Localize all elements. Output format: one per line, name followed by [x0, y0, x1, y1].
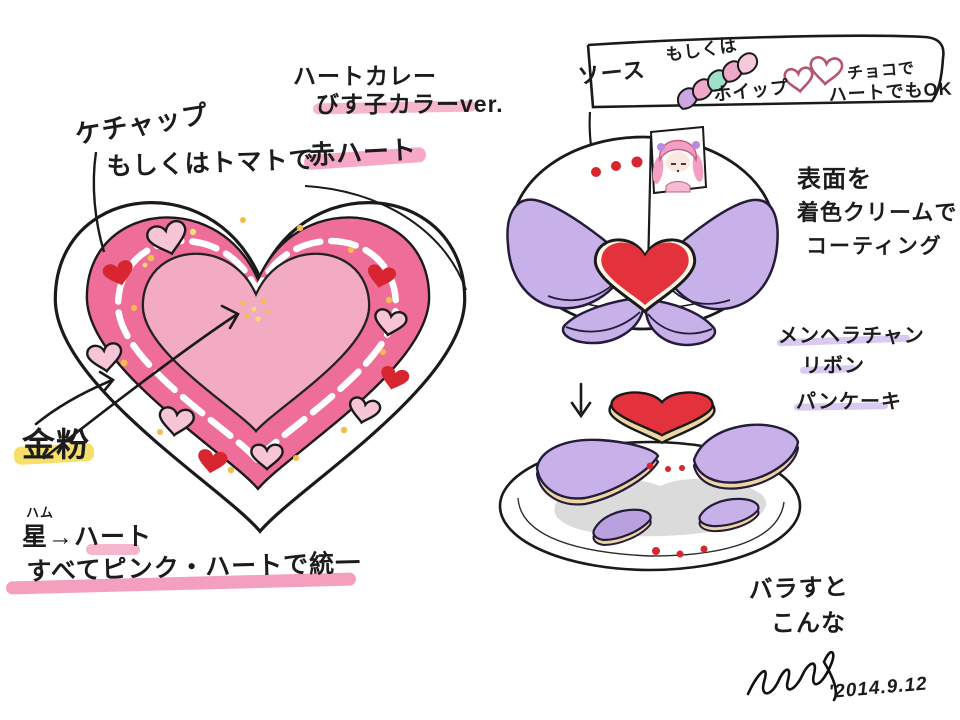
coating-note-line2: 着色クリームで — [797, 200, 958, 225]
down-arrow-icon — [570, 382, 592, 419]
ribbon-pancake-plate-illustration — [506, 125, 779, 347]
heart-piece — [608, 391, 716, 445]
gold-dust-center-dots — [240, 298, 271, 322]
flag-girl-illustration — [652, 139, 704, 193]
disassembled-note-line2: こんな — [771, 610, 846, 637]
ketchup-note-line2: もしくはトマトで — [106, 145, 316, 181]
dish-name-line2: リボン — [802, 355, 865, 377]
pancake-wedges — [535, 423, 800, 547]
star-to-heart-note: 星→ハート — [22, 523, 153, 551]
signature-scribble — [746, 650, 838, 702]
coating-note-line1: 表面を — [797, 166, 872, 193]
heart-word-highlight — [86, 544, 140, 555]
dish-name-line1: メンヘラチャン — [778, 325, 925, 347]
disassembled-note-line1: バラすと — [748, 573, 850, 604]
gold-dust-label: 金粉 — [22, 426, 90, 463]
ketchup-connector-line — [92, 151, 106, 253]
character-flag-pick — [646, 125, 708, 273]
ham-furigana: ハム — [26, 505, 55, 520]
bubble-outline — [586, 34, 945, 109]
title-line1: ハートカレー — [293, 63, 437, 89]
title-line2: びす子カラーver. — [316, 91, 504, 117]
gold-dust-arrows — [34, 304, 240, 460]
dish-name-line3: パンケーキ — [796, 391, 902, 413]
gold-dust-ring-dots — [120, 217, 393, 474]
heart-curry-plate-illustration — [34, 151, 467, 531]
coating-note-line3: コーティング — [806, 235, 943, 258]
red-heart-note: 赤ハート — [308, 134, 418, 170]
disassembled-plate-illustration — [498, 382, 802, 572]
sauce-dots-bottom — [646, 462, 708, 558]
plate-sketch-line — [304, 185, 467, 291]
